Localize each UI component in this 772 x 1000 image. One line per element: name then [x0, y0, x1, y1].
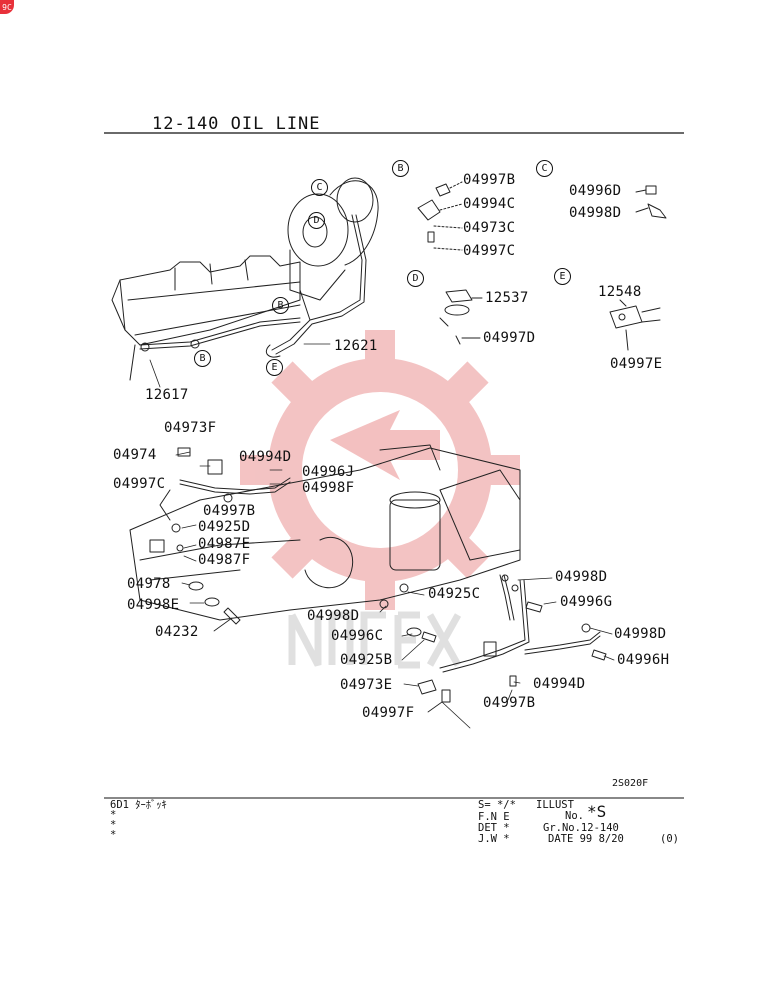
part-label: 04997B [483, 695, 536, 711]
detail-d-gasket [439, 289, 483, 345]
footer-jw: J.W * [478, 833, 510, 845]
part-label: 04996G [560, 594, 613, 610]
footer-illust-no: *S [587, 802, 607, 821]
part-label: 12548 [598, 284, 642, 300]
footer-date: DATE 99 8/20 [548, 833, 624, 845]
oil-feed-pipe-12617 [139, 317, 301, 352]
part-label: 04925C [428, 586, 481, 602]
leader-lines [149, 343, 615, 729]
part-label: 04997C [113, 476, 166, 492]
callout-e-ref: E [266, 359, 283, 376]
part-label: 04998E [127, 597, 180, 613]
part-label: 12537 [485, 290, 529, 306]
detail-e-flange [609, 299, 661, 351]
ref-code: 2S020F [612, 778, 649, 789]
part-label: 12621 [334, 338, 378, 354]
part-label: 04996H [617, 652, 670, 668]
engine-block [129, 444, 521, 621]
part-label: 04997E [610, 356, 663, 372]
footer-illust-label: ILLUST [536, 799, 574, 811]
oil-line-main [159, 477, 601, 673]
part-label: 04997D [483, 330, 536, 346]
part-label: 12617 [145, 387, 189, 403]
watermark-text [288, 611, 462, 669]
part-label: 04997C [463, 243, 516, 259]
part-label: 04996J [302, 464, 355, 480]
part-label: 04996C [331, 628, 384, 644]
part-label: 04973E [340, 677, 393, 693]
watermark-logo [240, 330, 520, 610]
part-label: 04973C [463, 220, 516, 236]
watermark-arrow [330, 410, 440, 480]
part-label: 04925B [340, 652, 393, 668]
callout-b-ref-upper: B [272, 297, 289, 314]
part-label: 04974 [113, 447, 157, 463]
callout-e-detail: E [554, 268, 571, 285]
callout-c-ref: C [311, 179, 328, 196]
part-label: 04996D [569, 183, 622, 199]
footer-no-label: No. [565, 810, 584, 822]
footer-fne: F.N E [478, 811, 510, 823]
part-label: 04997B [463, 172, 516, 188]
part-label: 04994D [533, 676, 586, 692]
part-label: 04978 [127, 576, 171, 592]
corner-badge: 9C [0, 0, 14, 14]
footer-model: 6D1 ﾀｰﾎﾞｯｷ [110, 799, 167, 811]
turbo-oil-pipe-12621 [265, 214, 367, 358]
part-label: 04998D [569, 205, 622, 221]
footer-scale: S= */* [478, 799, 516, 811]
part-label: 04998D [555, 569, 608, 585]
footer-asterisk: * [110, 809, 117, 821]
callout-d-detail: D [407, 270, 424, 287]
part-label: 04997F [362, 705, 415, 721]
callout-b-detail: B [392, 160, 409, 177]
part-label: 04998D [614, 626, 667, 642]
part-label: 04994C [463, 196, 516, 212]
callout-b-ref-lower: B [194, 350, 211, 367]
part-label: 04998F [302, 480, 355, 496]
footer-det: DET * [478, 822, 510, 834]
part-label: 04973F [164, 420, 217, 436]
part-label: 04987F [198, 552, 251, 568]
part-label: 04987E [198, 536, 251, 552]
part-label: 04994D [239, 449, 292, 465]
part-label: 04232 [155, 624, 199, 640]
footer-revision: (0) [660, 833, 679, 845]
page-title: 12-140 OIL LINE [152, 114, 321, 134]
fittings [149, 447, 607, 703]
part-label: 04998D [307, 608, 360, 624]
callout-c-detail: C [536, 160, 553, 177]
footer-asterisk: * [110, 829, 117, 841]
turbocharger [287, 177, 379, 321]
callout-d-ref: D [308, 212, 325, 229]
part-label: 04925D [198, 519, 251, 535]
detail-b-bracket [417, 181, 463, 251]
part-label: 04997B [203, 503, 256, 519]
footer-group-no: Gr.No.12-140 [543, 822, 619, 834]
footer-asterisk: * [110, 819, 117, 831]
detail-c-bolt [635, 185, 667, 219]
